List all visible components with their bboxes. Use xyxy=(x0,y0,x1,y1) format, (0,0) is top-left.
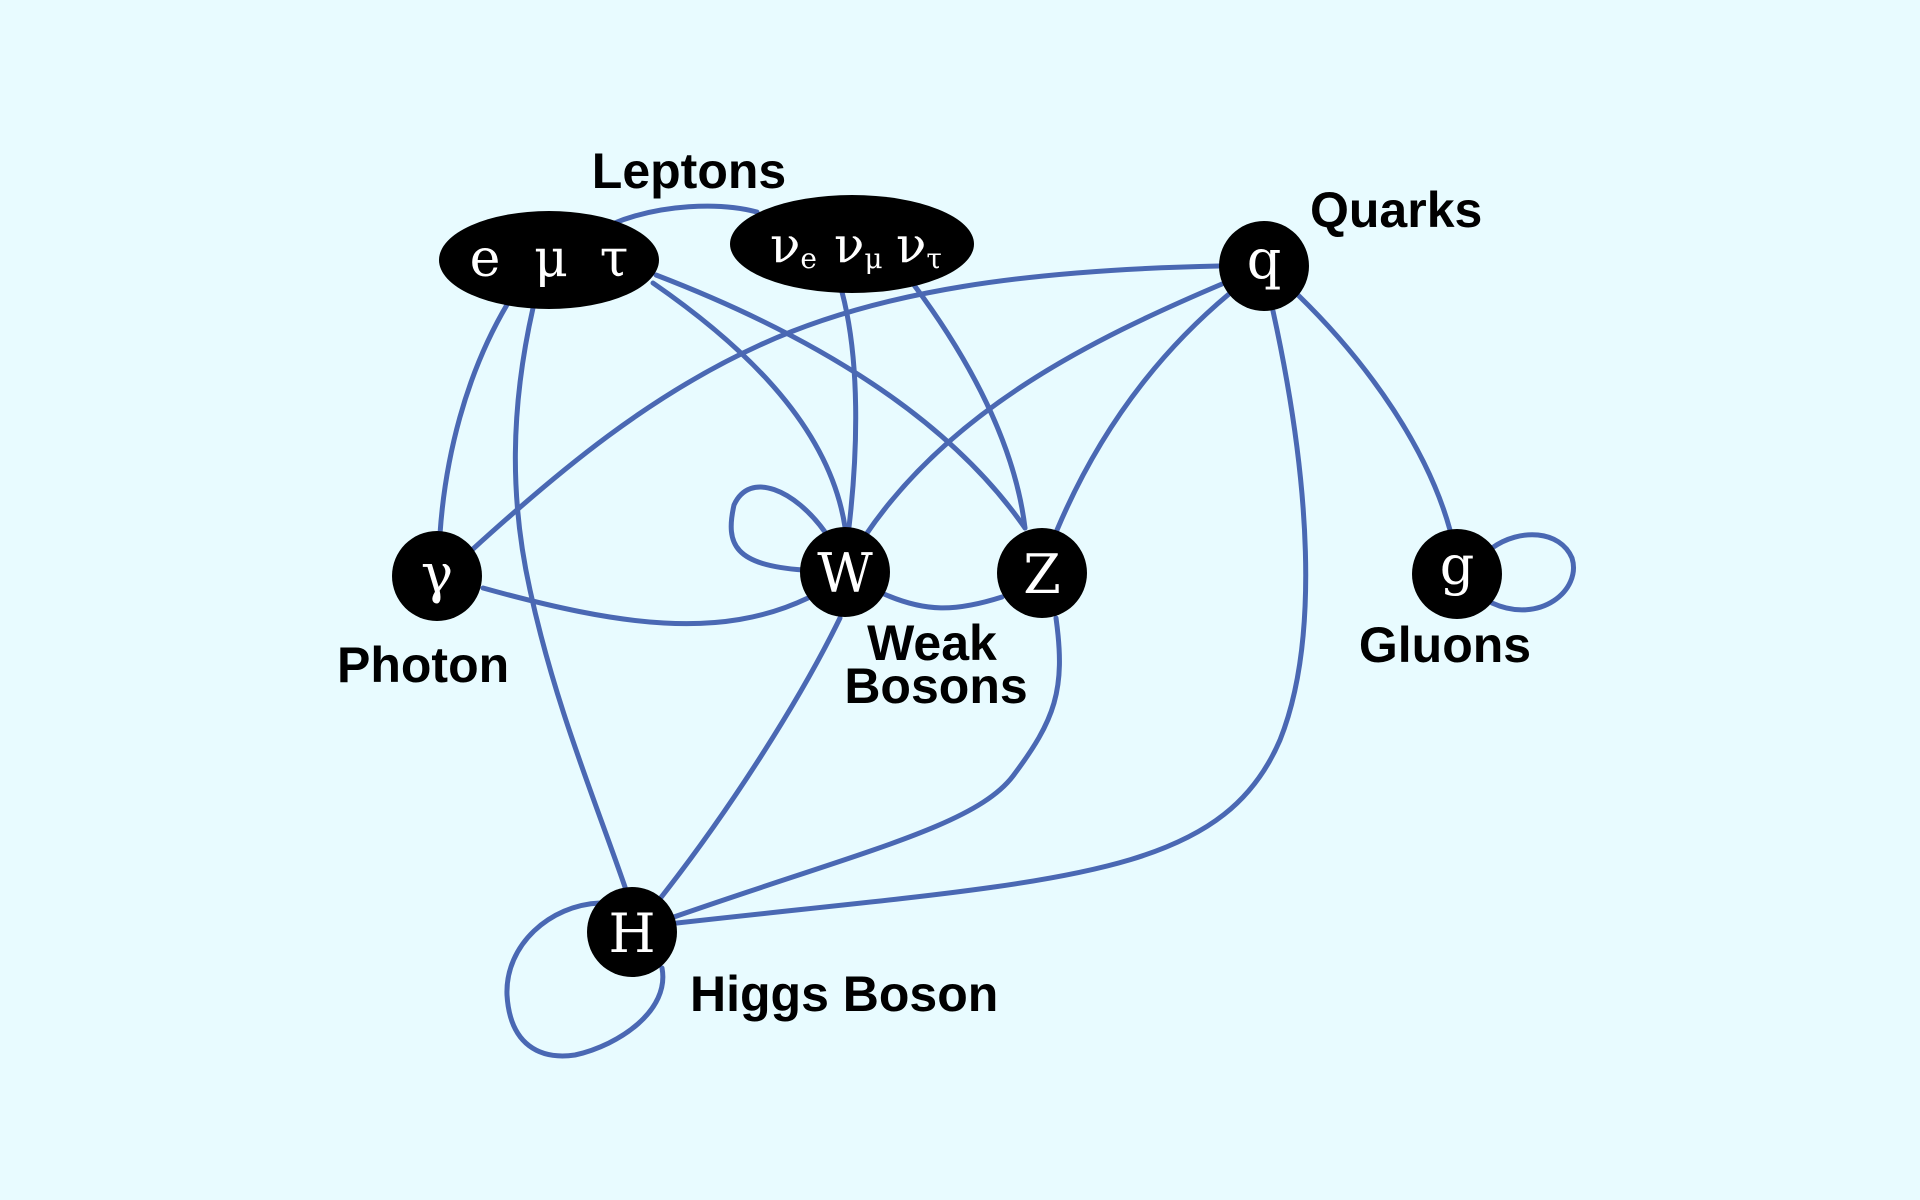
gluon-symbol: g xyxy=(1440,534,1475,597)
edge-quark-gluon xyxy=(1295,292,1453,533)
muon-symbol: μ xyxy=(534,229,568,289)
edge-leptons-z xyxy=(653,272,1028,531)
node-gluon: g xyxy=(1412,529,1502,619)
label-leptons: Leptons xyxy=(592,143,786,199)
label-higgs-boson: Higgs Boson xyxy=(690,966,998,1022)
photon-symbol: γ xyxy=(421,542,453,605)
edge-z-higgs xyxy=(668,615,1062,921)
edge-quark-w xyxy=(862,281,1225,539)
edges xyxy=(437,203,1576,1059)
muon-neutrino-symbol: νμ xyxy=(834,216,883,275)
electron-neutrino-symbol: νe xyxy=(770,216,817,275)
node-neutrinos: νe νμ ντ xyxy=(730,195,974,293)
label-photon: Photon xyxy=(337,637,509,693)
label-quarks: Quarks xyxy=(1310,182,1482,238)
edge-leptons-photon xyxy=(437,300,511,537)
node-higgs: H xyxy=(587,887,677,977)
label-gluons: Gluons xyxy=(1359,617,1531,673)
edge-quark-photon xyxy=(470,263,1222,552)
w-boson-symbol: W xyxy=(817,542,873,605)
label-weak: Weak xyxy=(867,615,997,671)
tau-neutrino-symbol: ντ xyxy=(896,216,942,275)
z-boson-symbol: Z xyxy=(1023,543,1061,606)
quark-symbol: q xyxy=(1247,228,1282,291)
higgs-symbol: H xyxy=(608,902,655,965)
edge-quark-higgs xyxy=(674,308,1309,926)
edge-leptons-w xyxy=(650,280,848,530)
edge-w-self-loop xyxy=(728,484,828,573)
node-charged-leptons: e μ τ xyxy=(439,211,659,309)
node-z-boson: Z xyxy=(997,528,1087,618)
edge-w-z xyxy=(881,591,1005,611)
edge-higgs-self-loop xyxy=(504,900,666,1059)
electron-symbol: e xyxy=(470,229,501,289)
tau-symbol: τ xyxy=(600,229,629,289)
edge-neutrinos-w xyxy=(839,289,859,530)
edge-photon-w xyxy=(480,585,811,627)
edge-neutrinos-z xyxy=(911,282,1028,531)
node-photon: γ xyxy=(392,531,482,621)
edge-quark-z xyxy=(1054,291,1232,533)
node-w-boson: W xyxy=(800,527,890,617)
edge-leptons-neutrinos xyxy=(609,203,760,227)
edge-leptons-higgs xyxy=(512,305,628,890)
label-bosons: Bosons xyxy=(844,658,1027,714)
node-quark: q xyxy=(1219,221,1309,311)
edge-gluon-self-loop xyxy=(1489,532,1576,613)
edge-w-higgs xyxy=(656,615,843,903)
